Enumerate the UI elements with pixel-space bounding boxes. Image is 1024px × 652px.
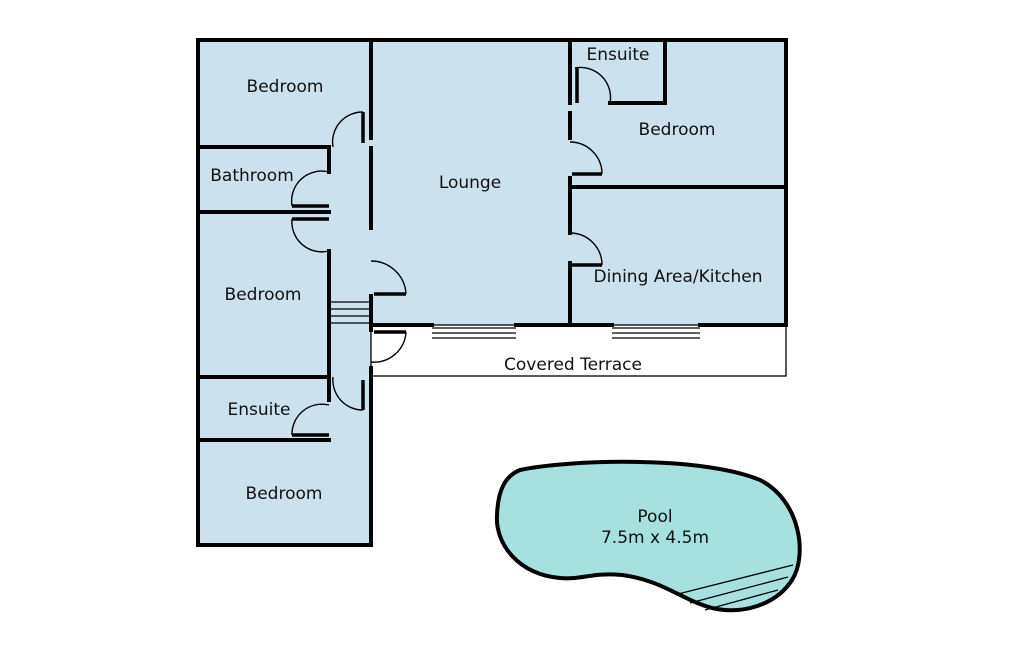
doors: [290, 66, 612, 437]
door-arc: [574, 66, 612, 104]
pool-steps: [677, 564, 794, 611]
label-ensuite-top-right: Ensuite: [587, 45, 650, 65]
room-labels: Bedroom Bathroom Lounge Ensuite Bedroom …: [210, 45, 762, 504]
door-arc: [370, 260, 407, 295]
door-arc: [331, 111, 364, 148]
door-arc: [291, 218, 330, 253]
door-arc: [569, 232, 603, 266]
label-bathroom: Bathroom: [210, 166, 294, 186]
label-covered-terrace: Covered Terrace: [504, 355, 642, 375]
pool-label: Pool: [637, 507, 672, 527]
left-wing-fill: [198, 40, 371, 545]
door-arc: [569, 141, 603, 175]
label-ensuite-bottom-left: Ensuite: [228, 400, 291, 420]
door-arc: [332, 376, 364, 411]
door-arc: [291, 403, 330, 436]
label-bedroom-bottom-left: Bedroom: [246, 484, 323, 504]
door-arc: [290, 170, 330, 207]
door-arc: [370, 331, 407, 363]
label-bedroom-top-left: Bedroom: [247, 77, 324, 97]
pool-dimensions: 7.5m x 4.5m: [601, 528, 709, 548]
label-dining-kitchen: Dining Area/Kitchen: [593, 267, 762, 287]
walls: [196, 38, 788, 547]
label-bedroom-top-right: Bedroom: [639, 120, 716, 140]
label-bedroom-mid-left: Bedroom: [225, 285, 302, 305]
pool: Pool 7.5m x 4.5m: [494, 459, 802, 613]
label-lounge: Lounge: [439, 173, 501, 193]
